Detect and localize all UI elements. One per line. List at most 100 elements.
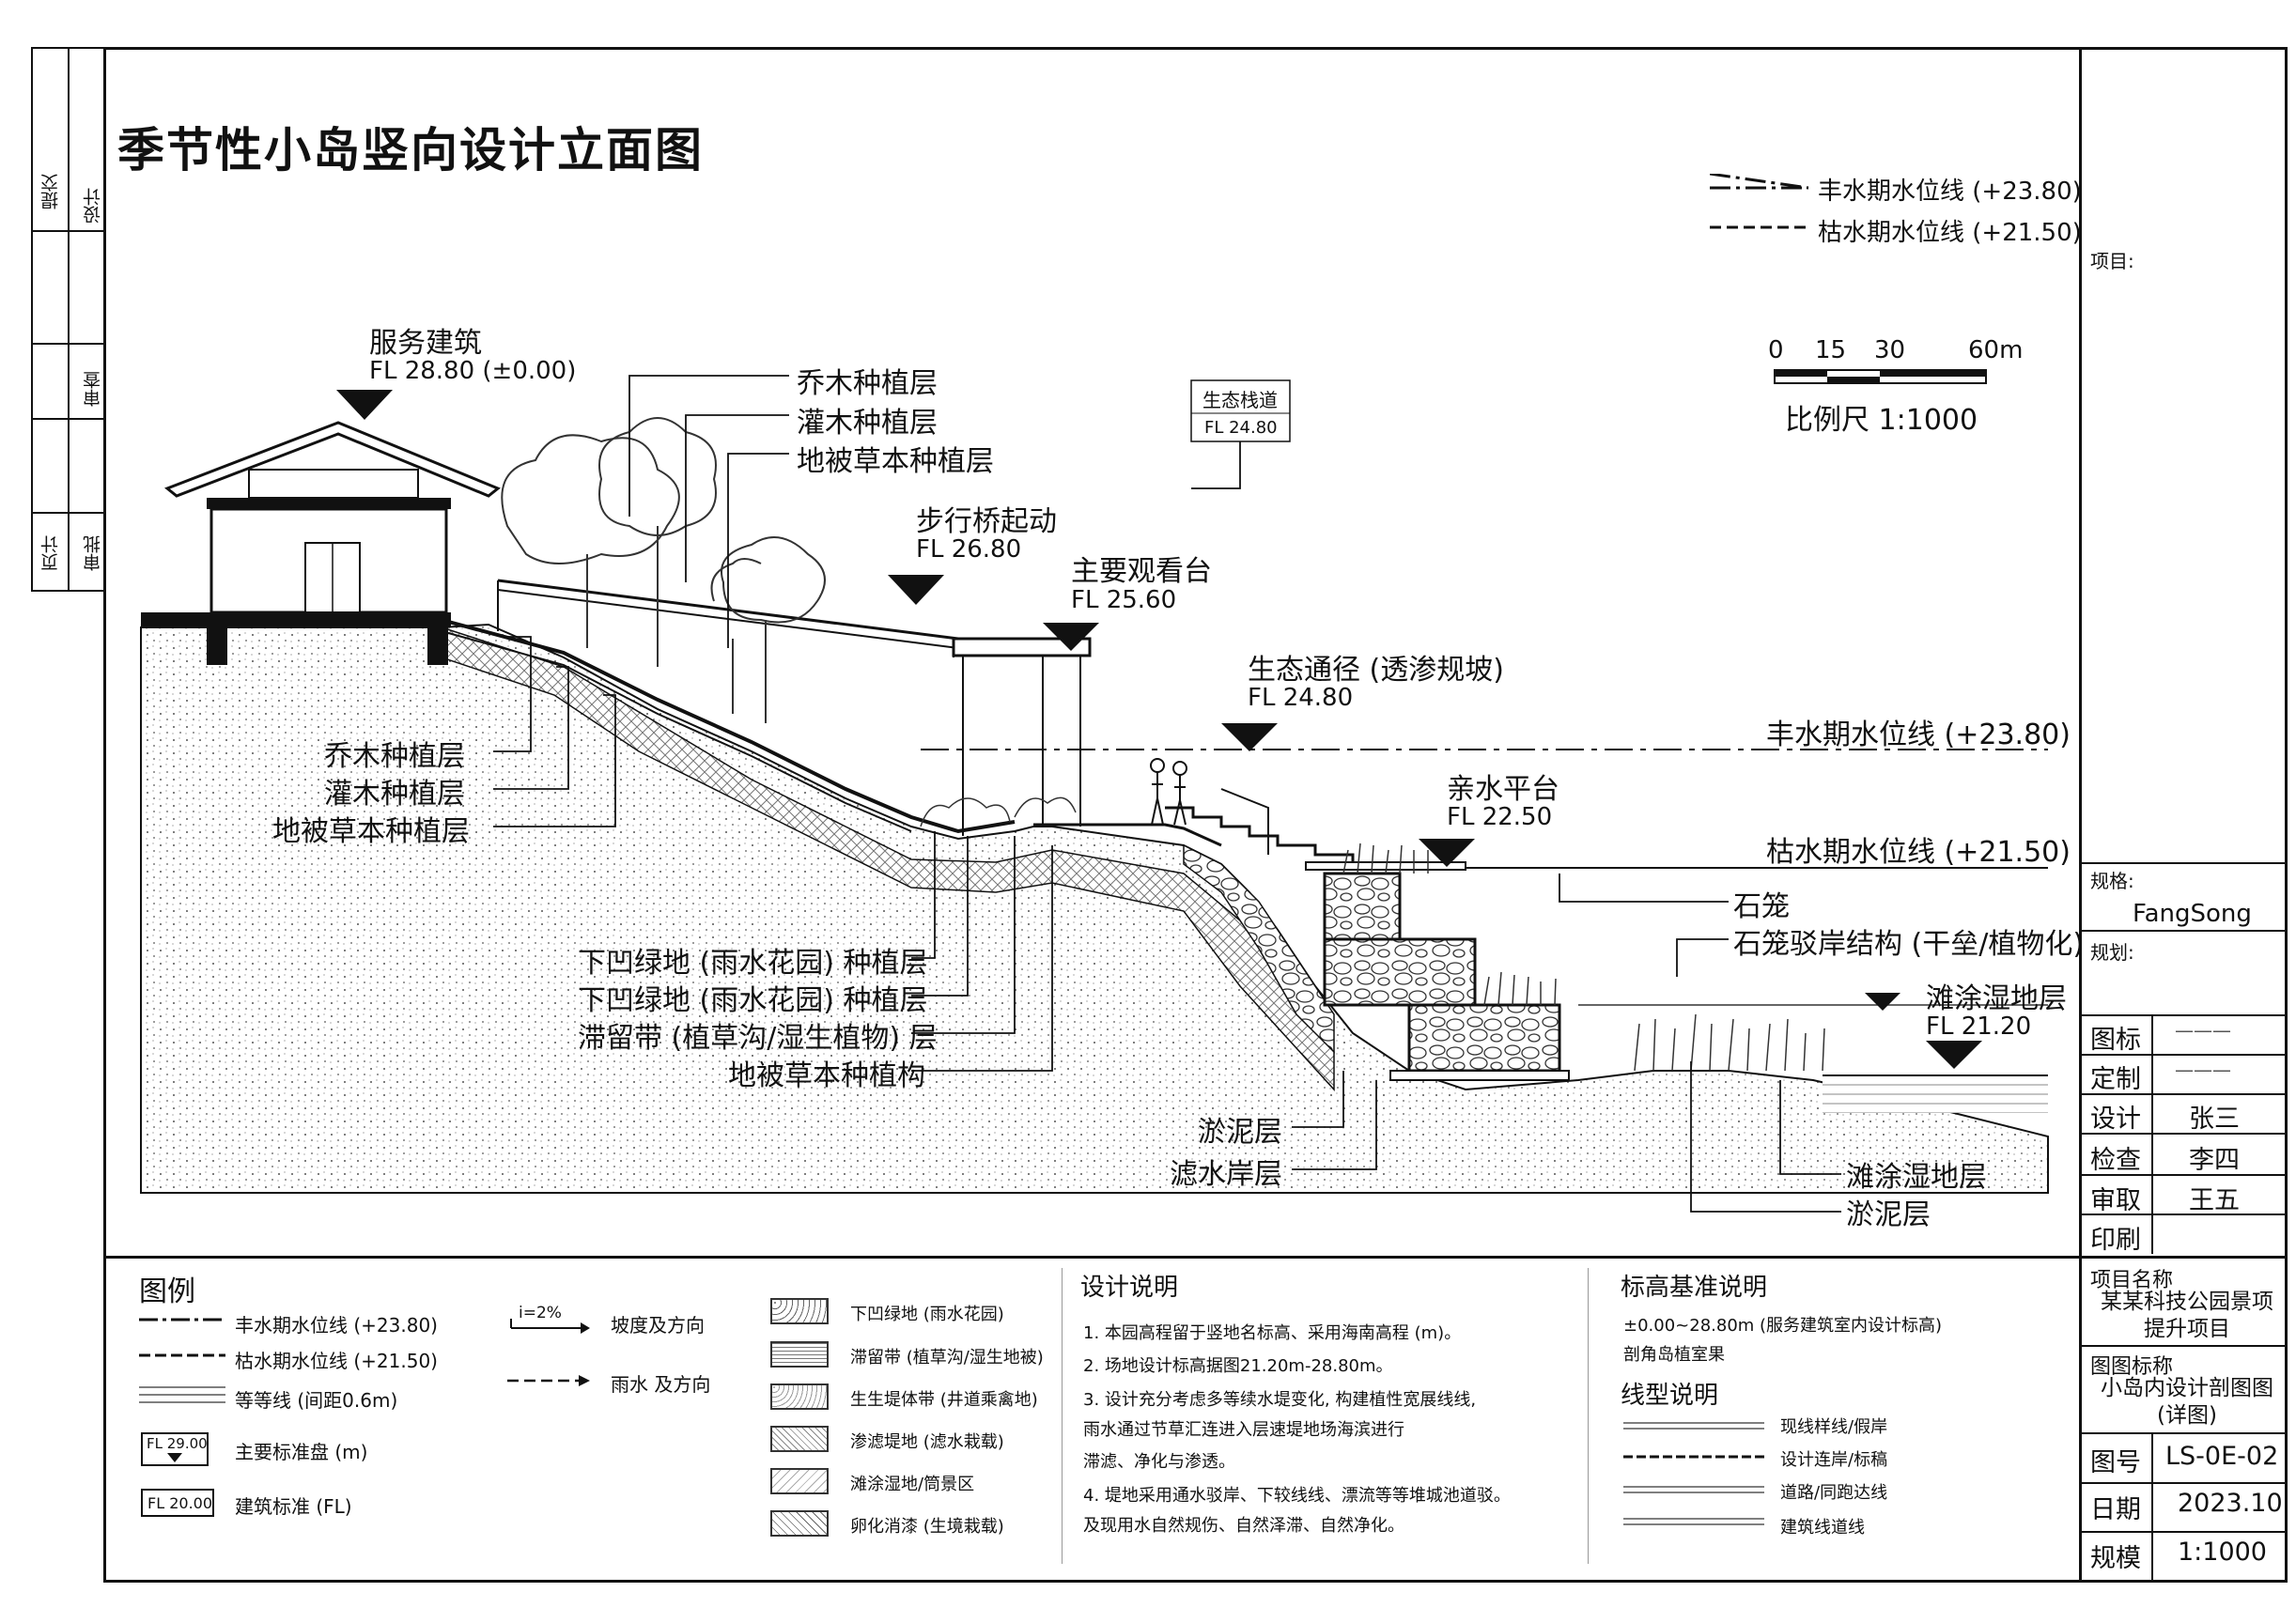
legend-item: 建筑标准 (FL): [235, 1495, 352, 1518]
legend-item: 丰水期水位线 (+23.80): [235, 1314, 438, 1337]
bottom-strip-top: [103, 1256, 2081, 1259]
hatch-label: 滞留带 (植草沟/湿生地被): [850, 1348, 1044, 1368]
beach-wetland-fl: FL 21.20: [1926, 1012, 2032, 1041]
gabion-structure-label: 石笼驳岸结构 (干垒/植物化): [1733, 928, 2085, 961]
hatch-swatch-levee: [770, 1383, 829, 1410]
tb-line: [2081, 1014, 2288, 1016]
drawing-frame: [103, 47, 2288, 1583]
tb-rule-label: 规划:: [2090, 941, 2134, 964]
tb-scale: 1:1000: [2178, 1538, 2267, 1567]
tb-line: [2081, 1054, 2288, 1056]
elevation-note-1: ±0.00~28.80m (服务建筑室内设计标高): [1623, 1316, 1943, 1336]
legend-rain-arrow: [507, 1375, 590, 1386]
elevation-notes-heading: 标高基准说明: [1621, 1274, 1768, 1302]
eco-path-label: 生态通径 (透渗规坡): [1248, 654, 1504, 687]
label-tree-layer-top: 乔木种植层: [797, 367, 938, 400]
legend-slope-symbol: i=2%: [507, 1304, 592, 1334]
hatch-label: 生生堤体带 (井道乘禽地): [850, 1390, 1038, 1410]
label-tree-layer-left: 乔木种植层: [324, 740, 465, 773]
label-filter-layer: 滤水岸层: [1170, 1158, 1282, 1191]
tb-drawing-name: 小岛内设计剖图图(详图): [2101, 1376, 2273, 1428]
left-strip-h2: [31, 343, 106, 345]
bottom-divider-2: [1588, 1268, 1589, 1564]
legend-slope-text: i=2%: [519, 1304, 562, 1322]
tb-line: [2081, 1093, 2288, 1095]
design-note: 及现用水自然规伤、自然泽滞、自然净化。: [1083, 1516, 1404, 1536]
small-tag-fl: FL 24.80: [1204, 418, 1278, 438]
tb-spec-value: FangSong: [2133, 900, 2252, 928]
legend-marker-fl1: FL 29.00: [141, 1432, 209, 1466]
hatch-label: 下凹绿地 (雨水花园): [850, 1305, 1004, 1324]
top-legend-high-water: 丰水期水位线 (+23.80): [1818, 178, 2082, 206]
scale-tick: 60m: [1968, 336, 2024, 364]
label-silt-layer-bottom: 淤泥层: [1846, 1198, 1931, 1231]
hatch-swatch-sunken: [770, 1298, 829, 1324]
legend-marker-fl1-text: FL 29.00: [147, 1435, 208, 1452]
bottom-divider-1: [1062, 1268, 1063, 1564]
tb-row-key: 设计: [2090, 1105, 2141, 1134]
legend-item: 枯水期水位线 (+21.50): [235, 1350, 438, 1372]
label-ground-layer-left: 地被草本种植层: [272, 815, 470, 848]
small-tag-title: 生态栈道: [1202, 389, 1278, 411]
left-strip-h4: [31, 512, 106, 514]
tb-spec-label: 规格:: [2090, 870, 2134, 892]
scale-bar: [1774, 369, 1987, 384]
tb-scale-label: 规模: [2090, 1544, 2141, 1573]
label-shrub-layer-top: 灌木种植层: [797, 407, 938, 440]
tb-checker: 李四: [2189, 1146, 2240, 1175]
hatch-label: 渗滤堤地 (滤水栽载): [850, 1432, 1004, 1452]
service-building-fl: FL 28.80 (±0.00): [369, 357, 577, 385]
tb-project-name: 某某科技公园景项提升项目: [2101, 1290, 2273, 1341]
line-types-heading: 线型说明: [1621, 1382, 1719, 1410]
hatch-label: 卵化消漆 (生境栽载): [850, 1517, 1004, 1537]
main-platform-fl: FL 25.60: [1071, 586, 1177, 614]
legend-marker-fl2-text: FL 20.00: [147, 1494, 213, 1512]
drawing-title: 季节性小岛竖向设计立面图: [117, 123, 704, 178]
design-note: 4. 堤地采用通水驳岸、下较线线、漂流等等堆城池道驳。: [1083, 1486, 1511, 1506]
bridge-start-label: 步行桥起动: [916, 505, 1057, 538]
tb-row-key: 检查: [2090, 1146, 2141, 1175]
tb-line: [2081, 1133, 2288, 1135]
legend-rain-label: 雨水 及方向: [611, 1373, 711, 1396]
label-beach-wetland-bottom: 滩涂湿地层: [1846, 1161, 1987, 1194]
tb-date-label: 日期: [2090, 1495, 2141, 1524]
bridge-start-fl: FL 26.80: [916, 535, 1022, 564]
tb-project-label: 项目:: [2090, 250, 2134, 272]
label-swale: 滞留带 (植草沟/湿生植物) 层: [578, 1022, 938, 1055]
label-sunken-2: 下凹绿地 (雨水花园) 种植层: [578, 984, 928, 1017]
label-ground-structure: 地被草本种植构: [728, 1059, 925, 1092]
tb-line: [2081, 1531, 2288, 1533]
tb-row-value: ———: [2175, 1019, 2231, 1042]
tb-row-value: ———: [2175, 1059, 2231, 1081]
label-shrub-layer-left: 灌木种植层: [324, 778, 465, 811]
line-type-symbols: [1623, 1422, 1764, 1525]
design-note: 3. 设计充分考虑多等续水堤变化, 构建植性宽展线线,: [1083, 1390, 1477, 1410]
left-strip-h1: [31, 230, 106, 232]
line-type-label: 设计连岸/标稿: [1780, 1450, 1888, 1470]
scale-tick: 30: [1874, 336, 1906, 364]
tb-designer: 张三: [2189, 1105, 2240, 1134]
label-sunken-1: 下凹绿地 (雨水花园) 种植层: [578, 947, 928, 980]
design-notes-heading: 设计说明: [1080, 1274, 1179, 1302]
service-building-label: 服务建筑: [369, 327, 482, 360]
eco-path-fl: FL 24.80: [1248, 684, 1354, 712]
label-silt-layer: 淤泥层: [1198, 1116, 1282, 1149]
elevation-note-2: 剖角岛植室果: [1623, 1345, 1725, 1365]
tb-line: [2081, 1432, 2288, 1434]
tb-row-key: 图标: [2090, 1026, 2141, 1055]
tb-line: [2081, 1345, 2288, 1347]
line-type-label: 道路/同跑达线: [1780, 1483, 1888, 1503]
tb-date: 2023.10: [2178, 1489, 2283, 1518]
line-type-label: 建筑线道线: [1780, 1518, 1865, 1538]
design-note: 1. 本园高程留于竖地名标高、采用海南高程 (m)。: [1083, 1323, 1462, 1343]
scale-tick: 0: [1768, 336, 1784, 364]
high-water-line-label: 丰水期水位线 (+23.80): [1766, 719, 2071, 751]
waterfront-platform-fl: FL 22.50: [1447, 803, 1553, 831]
design-note: 2. 场地设计标高据图21.20m-28.80m。: [1083, 1356, 1393, 1376]
main-platform-label: 主要观看台: [1071, 555, 1212, 588]
hatch-swatch-wetland: [770, 1468, 829, 1494]
tb-line: [2081, 930, 2288, 932]
label-ground-layer-top: 地被草本种植层: [797, 445, 994, 478]
legend-line-symbols: [139, 1318, 225, 1403]
tb-line: [2081, 1174, 2288, 1176]
